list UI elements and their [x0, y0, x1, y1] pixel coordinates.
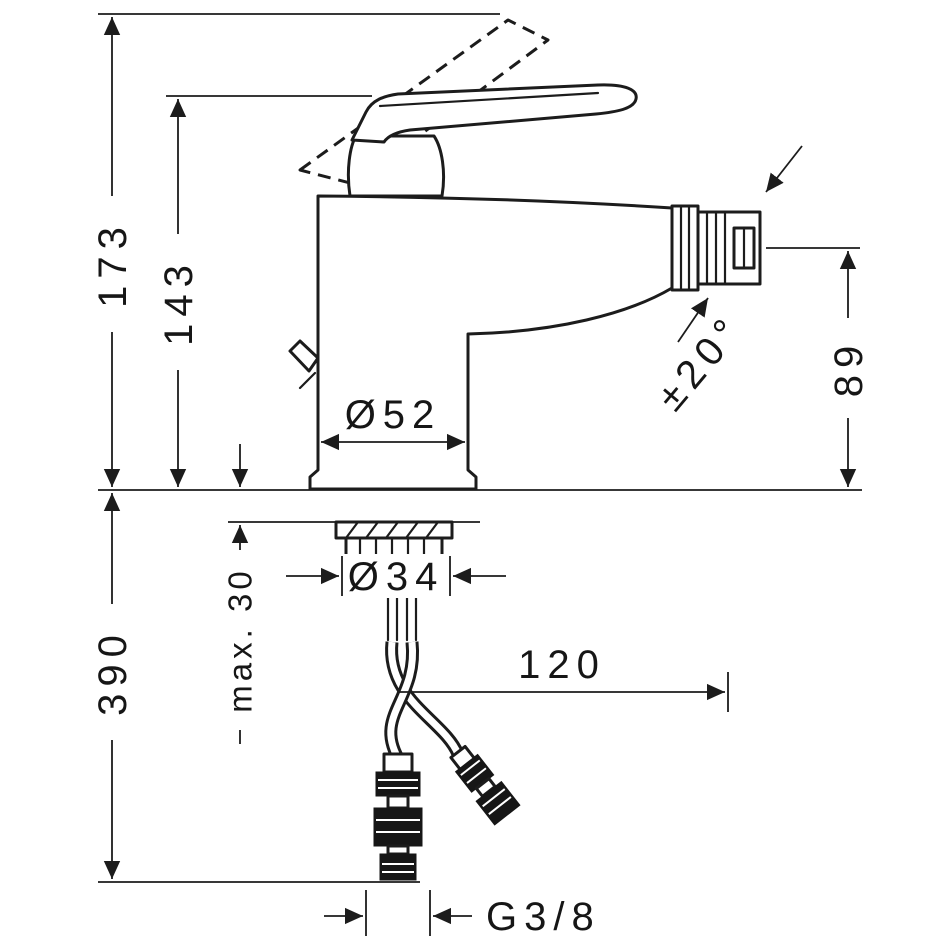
dim-spout-top-height: 143	[152, 95, 372, 487]
supply-hoses	[384, 641, 465, 762]
dim-under-deck-length: 390	[86, 493, 420, 883]
dim-connection-thread-label: G3/8	[486, 895, 601, 939]
handle-lever	[350, 83, 638, 144]
dim-aerator-swivel-label: ±20°	[648, 306, 753, 419]
dim-spout-top-height-label: 143	[157, 258, 201, 346]
aerator-head	[670, 204, 762, 292]
dim-spout-reach: 120	[398, 643, 729, 712]
dim-shank-diameter: Ø34	[286, 554, 506, 599]
faucet-figure	[98, 18, 862, 881]
faucet-body-and-spout	[308, 194, 674, 491]
dim-base-diameter-label: Ø52	[345, 393, 442, 437]
threaded-shank	[386, 562, 418, 642]
dim-base-diameter: Ø52	[321, 393, 465, 451]
handle-lever-raised-dashed	[298, 18, 550, 186]
dim-under-deck-length-label: 390	[91, 628, 135, 716]
dim-total-height: 173	[86, 13, 500, 487]
dim-max-deck-thickness-label: max. 30	[222, 567, 259, 712]
dim-shank-diameter-label: Ø34	[348, 555, 445, 599]
side-lever-tab	[288, 339, 320, 390]
dim-max-deck-thickness: max. 30	[218, 444, 262, 744]
dim-spout-reach-label: 120	[518, 643, 606, 687]
dim-outlet-height: 89	[766, 247, 874, 487]
handle-base	[346, 134, 446, 198]
hose-connector-straight	[373, 752, 423, 881]
dim-connection-thread: G3/8	[324, 890, 601, 939]
hose-connector-angled	[449, 744, 521, 826]
dim-total-height-label: 173	[91, 220, 135, 308]
dim-outlet-height-label: 89	[827, 339, 871, 398]
